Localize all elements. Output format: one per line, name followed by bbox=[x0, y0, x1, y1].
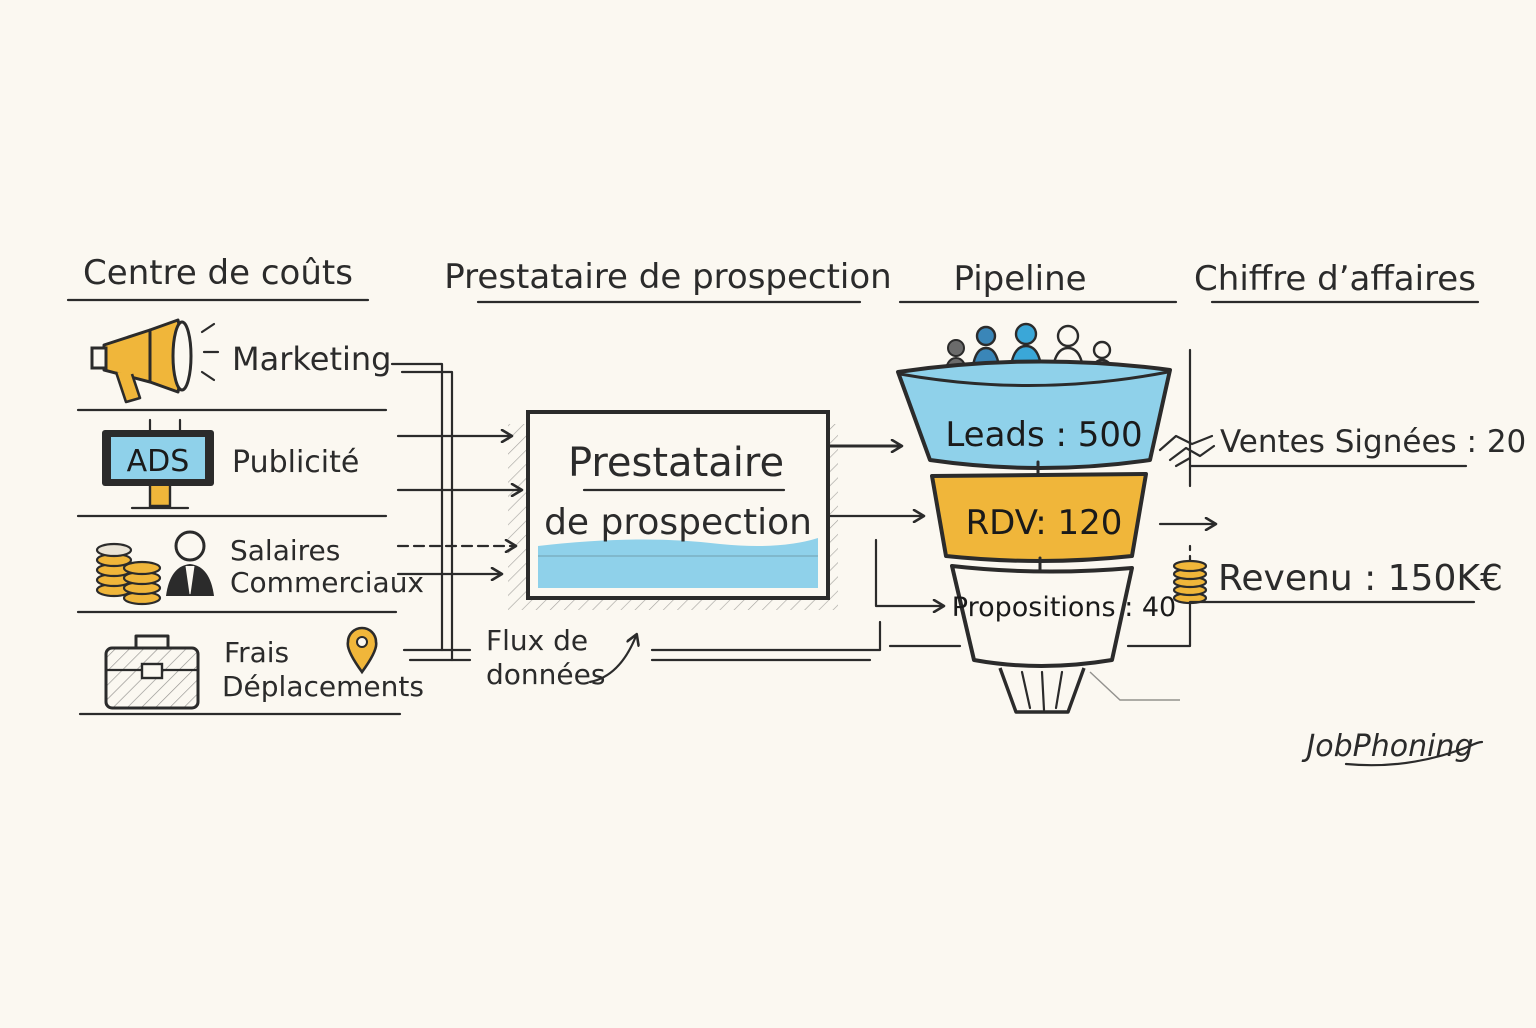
cost-row-salaires: Salaires Commerciaux bbox=[76, 530, 424, 614]
cost-row-publicite: ADS Publicité bbox=[76, 418, 388, 518]
result-revenue: Revenu : 150K€ bbox=[1172, 558, 1503, 605]
header-cost-center: Centre de coûts bbox=[66, 253, 370, 302]
megaphone-icon bbox=[90, 318, 220, 404]
funnel: Leads : 500 RDV: 120 Propositions : 40 bbox=[896, 322, 1180, 714]
result-revenue-text: Revenu : 150K€ bbox=[1218, 558, 1503, 599]
header-pipeline-text: Pipeline bbox=[953, 259, 1086, 299]
handshake-icon bbox=[1158, 434, 1216, 468]
funnel-rdv: RDV: 120 bbox=[930, 472, 1148, 563]
coin-stack-icon bbox=[1172, 559, 1208, 605]
coins-person-icon bbox=[95, 530, 214, 606]
provider-box-text-1: Prestataire bbox=[568, 440, 784, 486]
data-flow-label: Flux de données bbox=[486, 624, 636, 691]
provider-box-text-2: de prospection bbox=[544, 502, 812, 543]
brand-text: JobPhoning bbox=[1301, 729, 1473, 764]
header-revenue: Chiffre d’affaires bbox=[1194, 259, 1480, 304]
cost-label-frais-1: Frais bbox=[224, 636, 289, 669]
funnel-propositions-text: Propositions : 40 bbox=[952, 592, 1176, 623]
header-provider-text: Prestataire de prospection bbox=[444, 257, 891, 297]
data-flow-arrow bbox=[588, 636, 636, 684]
data-flow-text-2: données bbox=[486, 658, 605, 691]
header-cost-center-text: Centre de coûts bbox=[83, 253, 353, 293]
cost-connectors bbox=[390, 362, 520, 662]
provider-to-funnel-connectors bbox=[650, 446, 962, 662]
cost-row-frais: Frais Déplacements bbox=[78, 626, 424, 716]
cost-label-publicite: Publicité bbox=[232, 445, 359, 480]
cost-label-marketing: Marketing bbox=[232, 340, 391, 378]
results-connectors bbox=[1126, 348, 1214, 648]
header-provider: Prestataire de prospection bbox=[444, 257, 892, 304]
billboard-ads-text: ADS bbox=[127, 444, 190, 479]
briefcase-icon bbox=[104, 634, 200, 710]
funnel-spout bbox=[998, 667, 1180, 714]
provider-box: Prestataire de prospection bbox=[508, 410, 838, 610]
brand-logo: JobPhoning bbox=[1301, 729, 1484, 767]
funnel-propositions: Propositions : 40 bbox=[950, 564, 1176, 668]
cost-label-frais-2: Déplacements bbox=[222, 670, 424, 703]
billboard-icon: ADS bbox=[102, 418, 214, 510]
funnel-rdv-text: RDV: 120 bbox=[966, 503, 1123, 543]
result-sales: Ventes Signées : 20 bbox=[1158, 424, 1526, 468]
cost-label-salaires-1: Salaires bbox=[230, 534, 340, 567]
cost-row-marketing: Marketing bbox=[76, 318, 391, 412]
funnel-leads-text: Leads : 500 bbox=[945, 415, 1142, 455]
header-pipeline: Pipeline bbox=[898, 259, 1178, 304]
location-pin-icon bbox=[346, 626, 378, 675]
data-flow-text-1: Flux de bbox=[486, 624, 588, 657]
header-revenue-text: Chiffre d’affaires bbox=[1194, 259, 1476, 299]
cost-label-salaires-2: Commerciaux bbox=[230, 566, 424, 599]
result-sales-text: Ventes Signées : 20 bbox=[1220, 424, 1526, 460]
funnel-leads: Leads : 500 bbox=[896, 359, 1172, 470]
